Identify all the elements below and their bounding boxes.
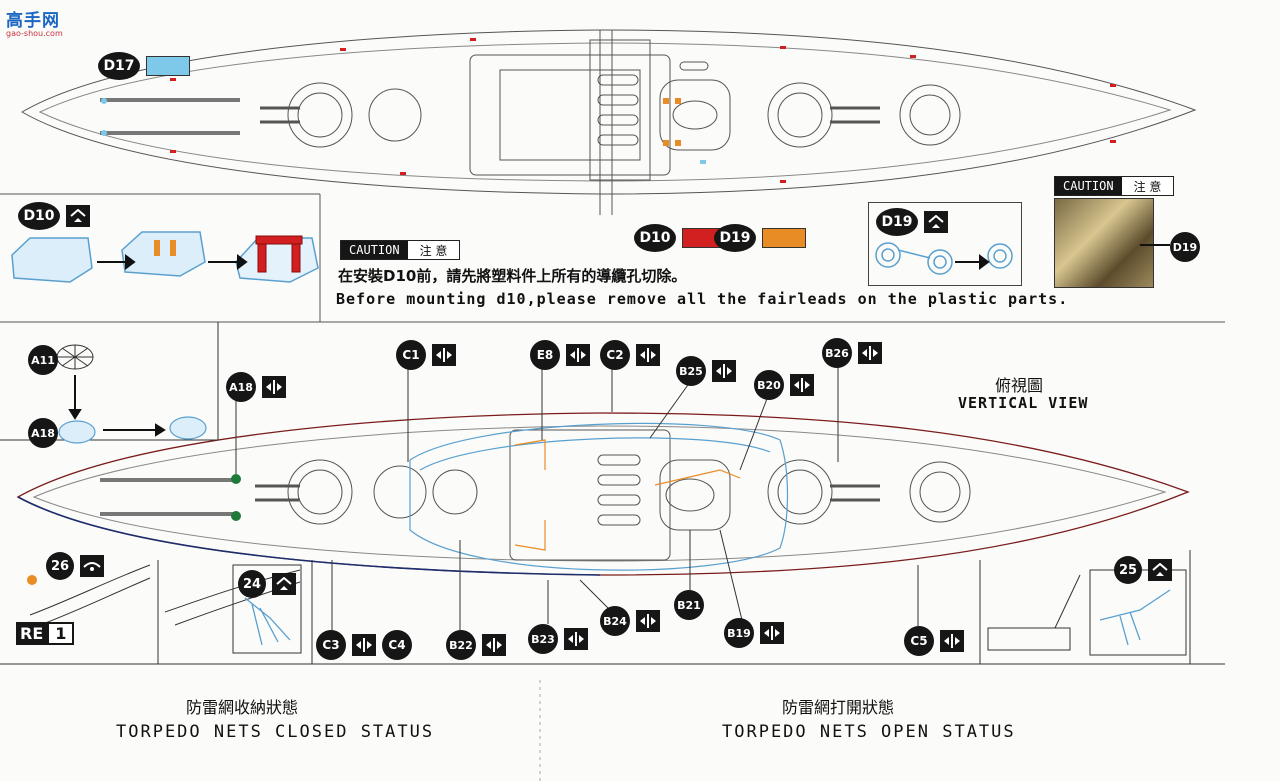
callout-a18: A18 xyxy=(226,372,286,402)
caution-tag-photo: CAUTION xyxy=(1055,177,1122,195)
double-arrow-icon xyxy=(566,344,590,366)
part-label-e8: E8 xyxy=(530,340,560,370)
part-label-b22: B22 xyxy=(446,630,476,660)
caution-badge: CAUTION 注 意 xyxy=(340,240,461,260)
part-label-c3: C3 xyxy=(316,630,346,660)
vertical-view-en: VERTICAL VIEW xyxy=(958,394,1089,412)
photo-pointer xyxy=(1140,244,1170,246)
part-label-b23: B23 xyxy=(528,624,558,654)
color-swatch-d19 xyxy=(762,228,806,248)
part-label-b24: B24 xyxy=(600,606,630,636)
detail-photo xyxy=(1054,198,1154,288)
ref-badge-num: 1 xyxy=(47,622,75,645)
part-label-a11: A11 xyxy=(28,345,58,375)
double-arrow-icon xyxy=(262,376,286,398)
callout-c3-c4: C3 C4 xyxy=(316,630,412,660)
up-arrow-icon xyxy=(66,205,90,227)
callout-b26: B26 xyxy=(822,338,882,368)
callout-b23: B23 xyxy=(528,624,588,654)
double-arrow-icon xyxy=(760,622,784,644)
step-number-24: 24 xyxy=(238,570,266,598)
part-label-a18: A18 xyxy=(28,418,58,448)
vertical-view-zh: 俯視圖 xyxy=(995,376,1044,395)
note-zh: 在安裝D10前，請先將塑料件上所有的導纜孔切除。 xyxy=(338,267,687,285)
callout-b20: B20 xyxy=(754,370,814,400)
part-label-c5: C5 xyxy=(904,626,934,656)
callout-c1: C1 xyxy=(396,340,456,370)
callout-c5: C5 xyxy=(904,626,964,656)
part-label-d17: D17 xyxy=(98,52,140,80)
color-swatch-d17 xyxy=(146,56,190,76)
part-label-c4: C4 xyxy=(382,630,412,660)
step-number-26: 26 xyxy=(46,552,74,580)
ref-badge-re1: RE 1 xyxy=(16,622,75,645)
callout-d19-step: D19 xyxy=(876,208,948,236)
part-label-d19: D19 xyxy=(876,208,918,236)
double-arrow-icon xyxy=(712,360,736,382)
double-arrow-icon xyxy=(636,610,660,632)
d19-detail-frame xyxy=(868,202,1022,286)
callout-d10-color: D10 xyxy=(634,224,726,252)
closed-status-zh: 防雷網收納狀態 xyxy=(186,698,299,717)
part-label-d10-color: D10 xyxy=(634,224,676,252)
part-label-d19-color: D19 xyxy=(714,224,756,252)
caution-label: 注 意 xyxy=(407,241,460,259)
double-arrow-icon xyxy=(940,630,964,652)
callout-step-25: 25 xyxy=(1114,556,1172,584)
double-arrow-icon xyxy=(858,342,882,364)
site-logo: 高手网 gao-shou.com xyxy=(6,6,63,38)
double-arrow-icon xyxy=(790,374,814,396)
logo-text: 高手网 xyxy=(6,11,60,31)
callout-d10-step: D10 xyxy=(18,202,90,230)
part-label-b21: B21 xyxy=(674,590,704,620)
part-label-c2: C2 xyxy=(600,340,630,370)
callout-c2: C2 xyxy=(600,340,660,370)
up-arrow-icon xyxy=(272,573,296,595)
ref-badge-re: RE xyxy=(16,622,48,645)
part-label-c1: C1 xyxy=(396,340,426,370)
callout-e8: E8 xyxy=(530,340,590,370)
part-label-d10: D10 xyxy=(18,202,60,230)
logo-url: gao-shou.com xyxy=(6,29,63,38)
double-arrow-icon xyxy=(564,628,588,650)
part-label-b25: B25 xyxy=(676,356,706,386)
part-label-b26: B26 xyxy=(822,338,852,368)
up-arrow-icon xyxy=(1148,559,1172,581)
double-arrow-icon xyxy=(432,344,456,366)
part-label-d19-photo: D19 xyxy=(1170,232,1200,262)
open-status-zh: 防雷網打開狀態 xyxy=(782,698,895,717)
part-label-b20: B20 xyxy=(754,370,784,400)
note-en: Before mounting d10,please remove all th… xyxy=(336,290,1069,308)
part-label-b19: B19 xyxy=(724,618,754,648)
up-arrow-icon xyxy=(924,211,948,233)
callout-d17: D17 xyxy=(98,52,190,80)
callout-d19-color: D19 xyxy=(714,224,806,252)
callout-b24: B24 xyxy=(600,606,660,636)
double-arrow-icon xyxy=(636,344,660,366)
caution-tag: CAUTION xyxy=(341,241,408,259)
open-status-en: TORPEDO NETS OPEN STATUS xyxy=(722,722,1016,742)
caution-badge-photo: CAUTION 注 意 xyxy=(1054,176,1175,196)
eye-icon xyxy=(80,555,104,577)
callout-step-26: 26 xyxy=(46,552,104,580)
part-label-a18-ship: A18 xyxy=(226,372,256,402)
caution-label-photo: 注 意 xyxy=(1121,177,1174,195)
double-arrow-icon xyxy=(482,634,506,656)
step-number-25: 25 xyxy=(1114,556,1142,584)
callout-b22: B22 xyxy=(446,630,506,660)
callout-b19: B19 xyxy=(724,618,784,648)
closed-status-en: TORPEDO NETS CLOSED STATUS xyxy=(116,722,435,742)
double-arrow-icon xyxy=(352,634,376,656)
callout-step-24: 24 xyxy=(238,570,296,598)
callout-b25: B25 xyxy=(676,356,736,386)
